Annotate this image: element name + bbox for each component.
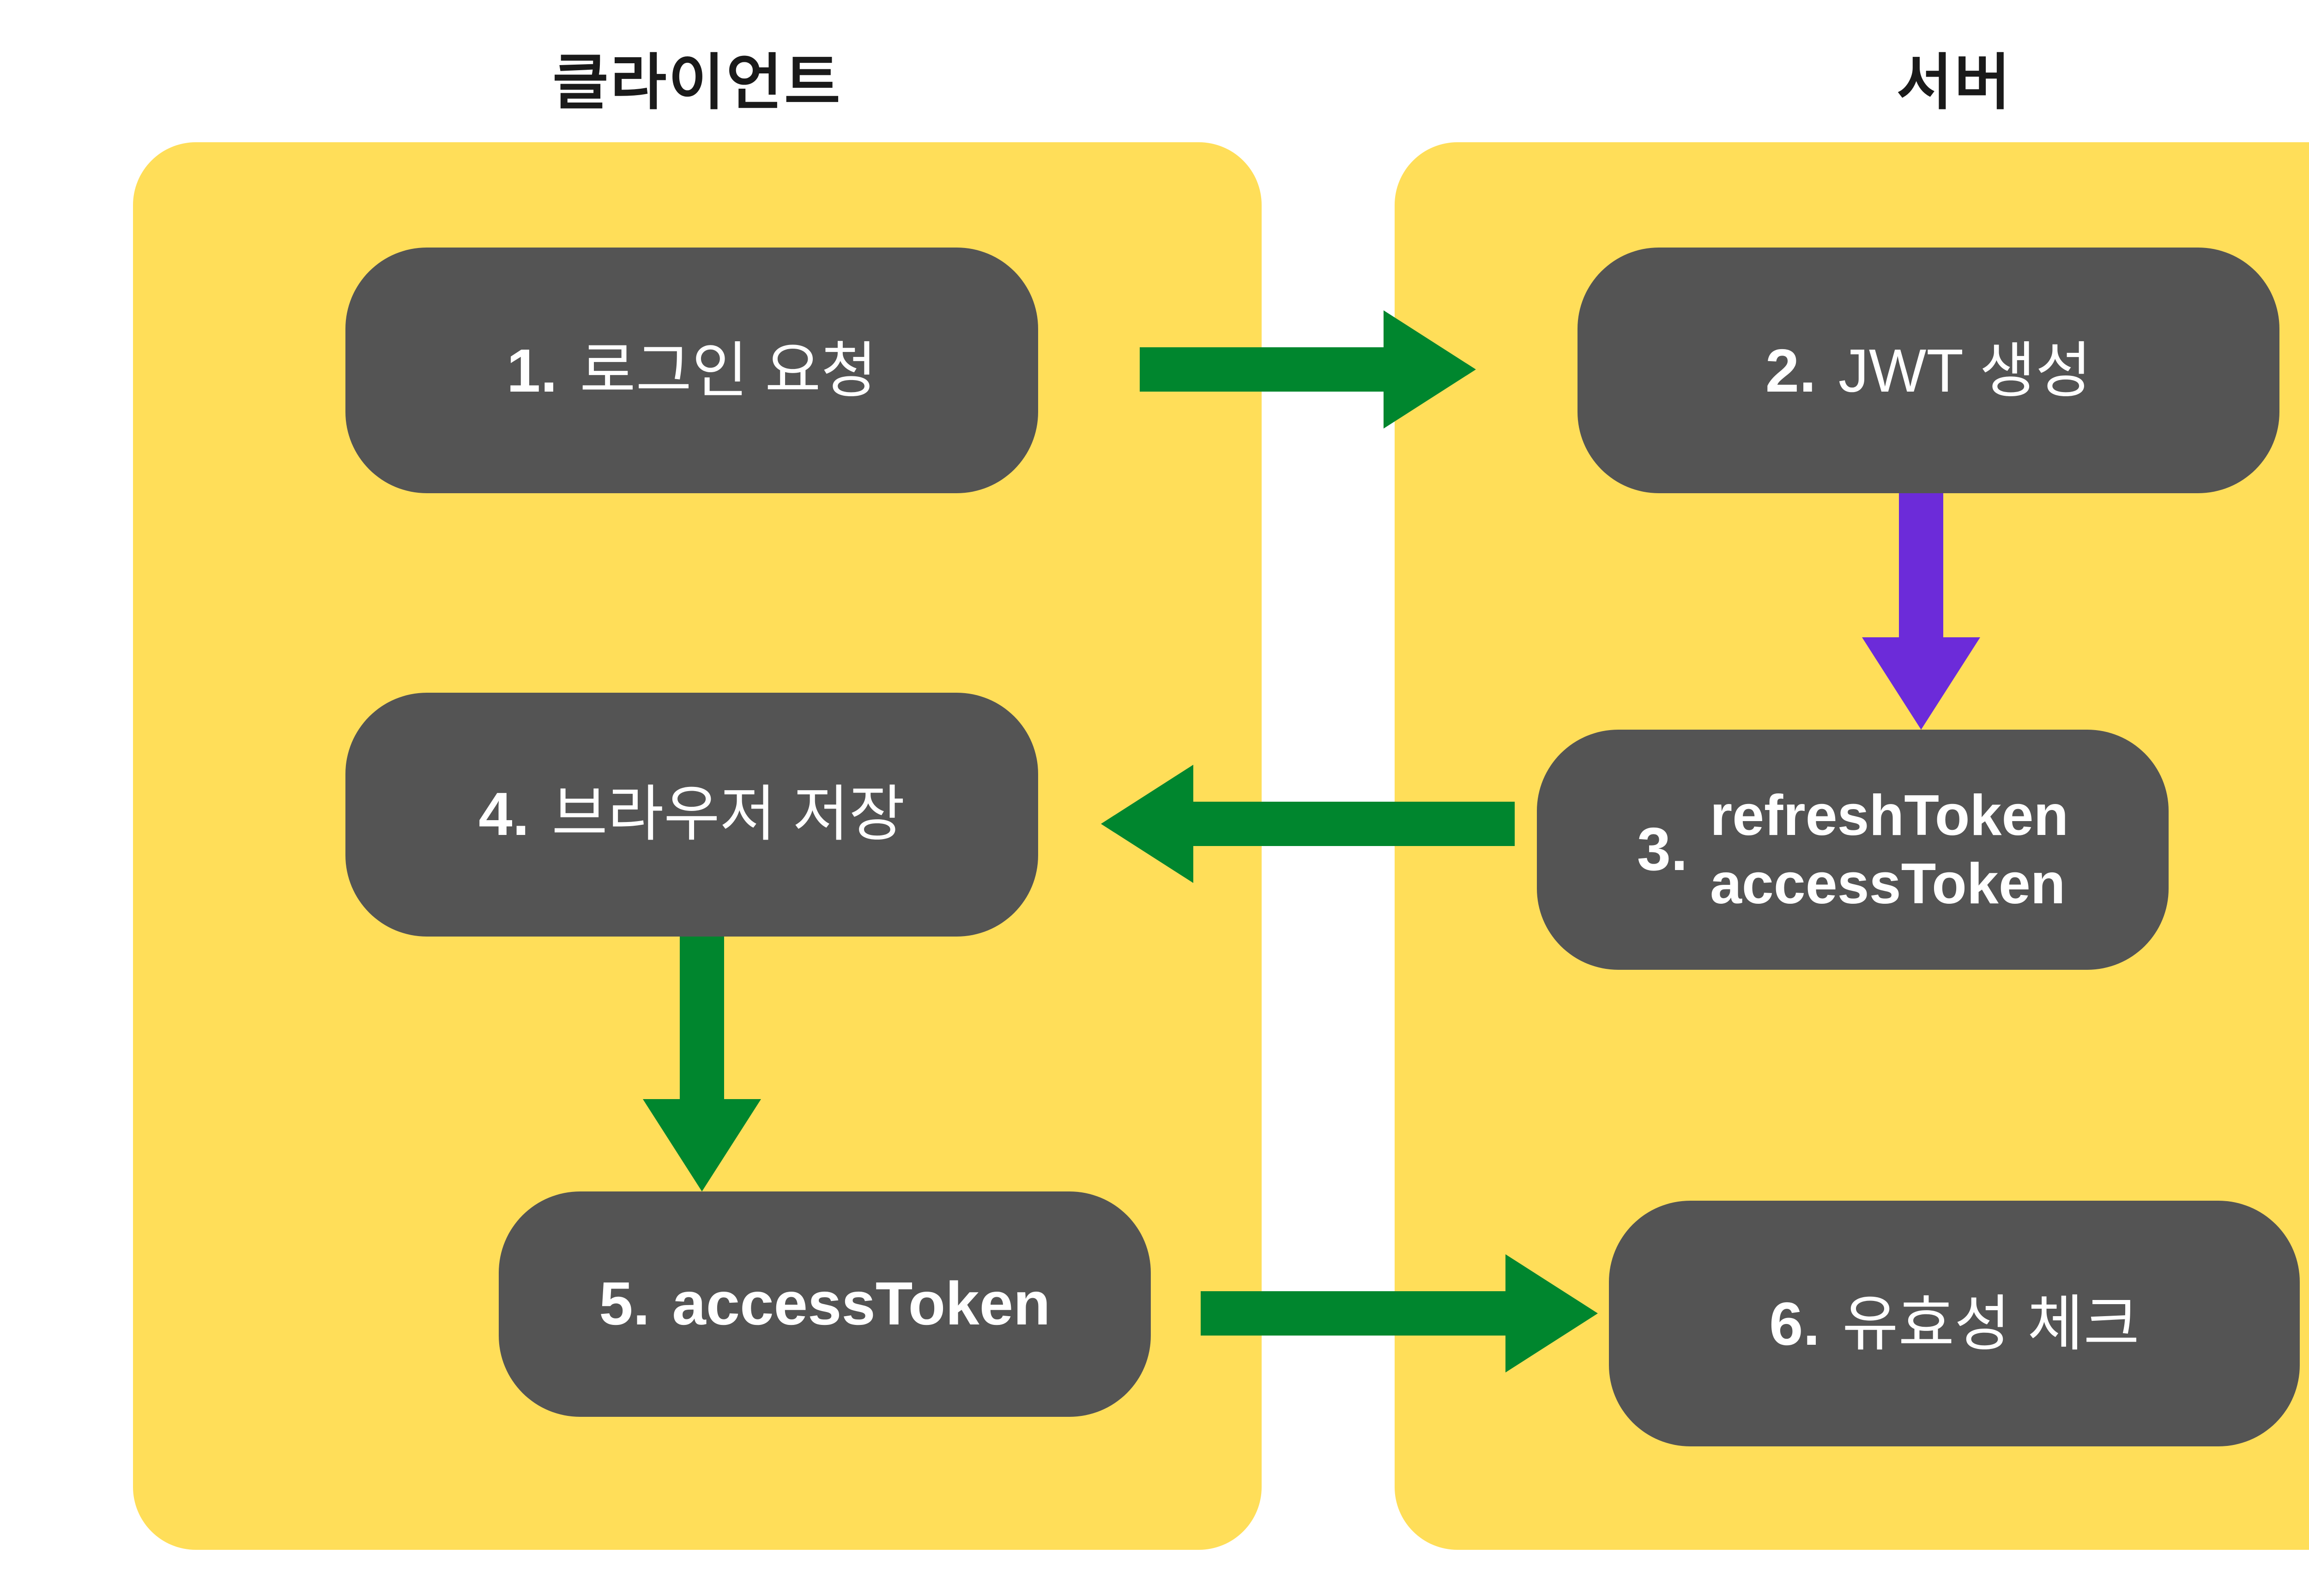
arrow-jwt-to-tokens-icon: [1862, 493, 1980, 730]
step-3-number: 3.: [1637, 815, 1688, 883]
arrow-browser-to-access-icon: [643, 937, 761, 1191]
step-3-token-stack: refreshToken accessToken: [1710, 781, 2068, 919]
arrow-login-to-jwt-icon: [1140, 310, 1476, 429]
lane-title-server: 서버: [1896, 48, 2013, 116]
step-1-login-request: 1. 로그인 요청: [345, 248, 1038, 493]
step-2-label: JWT 생성: [1838, 335, 2092, 404]
arrow-tokens-to-browser-icon: [1101, 765, 1515, 883]
step-5-number: 5.: [599, 1269, 650, 1338]
arrow-access-to-validity-icon: [1201, 1254, 1598, 1372]
step-3-access-token-label: accessToken: [1710, 852, 2066, 916]
step-4-browser-store: 4. 브라우저 저장: [345, 693, 1038, 937]
step-1-label: 로그인 요청: [580, 335, 877, 404]
step-4-label: 브라우저 저장: [551, 780, 905, 848]
step-2-jwt-create: 2. JWT 생성: [1578, 248, 2279, 493]
step-4-number: 4.: [478, 780, 530, 848]
step-5-label: accessToken: [672, 1269, 1051, 1338]
step-2-number: 2.: [1765, 335, 1816, 404]
step-6-number: 6.: [1769, 1288, 1820, 1357]
step-5-access-token: 5. accessToken: [499, 1191, 1151, 1417]
lane-title-client: 클라이언트: [552, 48, 842, 116]
step-6-label: 유효성 체크: [1842, 1288, 2140, 1357]
step-3-tokens: 3. refreshToken accessToken: [1537, 730, 2169, 970]
step-1-number: 1.: [507, 335, 558, 404]
step-3-refresh-token-label: refreshToken: [1710, 783, 2069, 848]
step-6-validity-check: 6. 유효성 체크: [1609, 1201, 2300, 1446]
